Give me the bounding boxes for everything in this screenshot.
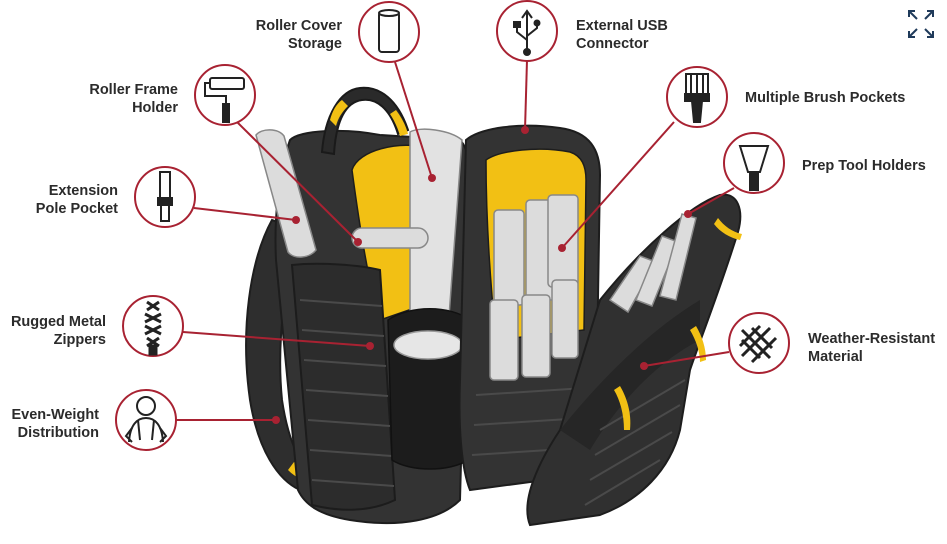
usb-icon xyxy=(513,9,541,56)
expand-button[interactable] xyxy=(900,6,940,42)
roller-cover-icon xyxy=(378,9,400,53)
label-external-usb-connector: External USB Connector xyxy=(576,18,668,52)
leader-line-extension-pole xyxy=(193,207,297,221)
leader-line-zipper xyxy=(182,331,371,347)
backpack-illustration xyxy=(245,86,742,527)
label-even-weight-distribution: Even-Weight Distribution xyxy=(11,407,99,441)
extension-pole-icon xyxy=(157,171,173,222)
leader-line-brush xyxy=(561,121,675,249)
woven-fabric-icon xyxy=(738,324,778,364)
label-roller-frame-holder: Roller Frame Holder xyxy=(89,82,178,116)
label-weather-resistant-material: Weather-Resistant Material xyxy=(808,331,936,365)
label-roller-cover-storage: Roller Cover Storage xyxy=(255,18,342,52)
label-extension-pole-pocket: Extension Pole Pocket xyxy=(35,183,118,217)
leader-dots xyxy=(272,126,692,424)
label-rugged-metal-zippers: Rugged Metal Zippers xyxy=(10,314,106,348)
paint-roller-icon xyxy=(204,77,245,123)
paint-brush-icon xyxy=(684,73,710,123)
person-backpack-icon xyxy=(124,396,168,443)
expand-arrows-icon xyxy=(908,10,934,38)
leader-line-usb xyxy=(524,59,528,131)
leader-line-roller-cover xyxy=(394,61,433,179)
leader-line-weather xyxy=(643,351,730,367)
label-prep-tool-holders: Prep Tool Holders xyxy=(802,158,926,174)
leader-lines xyxy=(176,59,735,421)
leader-line-roller-frame xyxy=(234,119,359,243)
label-multiple-brush-pockets: Multiple Brush Pockets xyxy=(745,90,906,106)
zipper-icon xyxy=(144,300,162,356)
leader-line-prep-tool xyxy=(687,187,735,215)
putty-knife-icon xyxy=(738,145,770,191)
